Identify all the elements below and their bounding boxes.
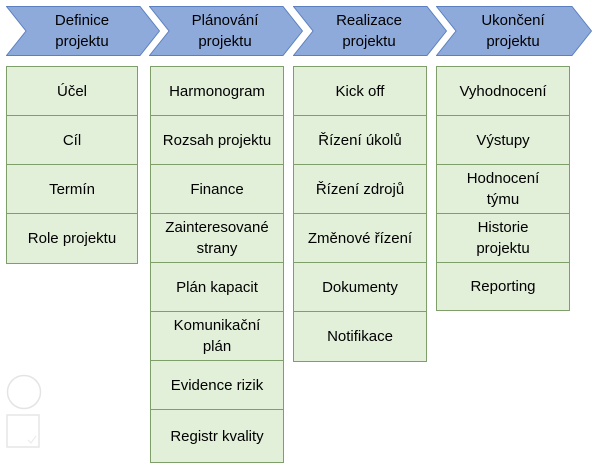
phase-3-title: Realizace projektu bbox=[336, 12, 402, 50]
phase-2-title: Plánování projektu bbox=[191, 12, 259, 50]
phase-4-column: Vyhodnocení Výstupy Hodnocení týmu Histo… bbox=[436, 66, 570, 311]
phase-1-item: Role projektu bbox=[7, 214, 137, 263]
phase-2-chevron: Plánování projektu bbox=[149, 6, 303, 56]
phase-4-title: Ukončení projektu bbox=[481, 12, 545, 50]
chevron-shape bbox=[6, 6, 160, 56]
phase-1-chevron: Definice projektu bbox=[6, 6, 160, 56]
phase-1-column: Účel Cíl Termín Role projektu bbox=[6, 66, 138, 264]
phase-4-item: Reporting bbox=[437, 263, 569, 310]
phase-1-item: Termín bbox=[7, 165, 137, 214]
phase-2-column: Harmonogram Rozsah projektu Finance Zain… bbox=[150, 66, 284, 463]
phase-2-item: Registr kvality bbox=[151, 410, 283, 462]
phase-3-item: Kick off bbox=[294, 67, 426, 116]
phase-4-chevron: Ukončení projektu bbox=[436, 6, 592, 56]
phase-1-title: Definice projektu bbox=[54, 12, 110, 50]
phase-2-item: Zainteresované strany bbox=[151, 214, 283, 263]
phase-1-item: Účel bbox=[7, 67, 137, 116]
chevron-shape bbox=[436, 6, 592, 56]
phase-2-item: Harmonogram bbox=[151, 67, 283, 116]
phase-3-item: Řízení zdrojů bbox=[294, 165, 426, 214]
phase-4-item: Vyhodnocení bbox=[437, 67, 569, 116]
phase-4-item: Historie projektu bbox=[437, 214, 569, 263]
phase-2-item: Evidence rizik bbox=[151, 361, 283, 410]
phase-2-item: Komunikační plán bbox=[151, 312, 283, 361]
chevron-shape bbox=[293, 6, 447, 56]
phase-2-item: Finance bbox=[151, 165, 283, 214]
chevron-shape bbox=[149, 6, 303, 56]
phase-1-item: Cíl bbox=[7, 116, 137, 165]
phase-3-item: Změnové řízení bbox=[294, 214, 426, 263]
phase-4-item: Výstupy bbox=[437, 116, 569, 165]
phase-2-item: Rozsah projektu bbox=[151, 116, 283, 165]
phase-3-item: Dokumenty bbox=[294, 263, 426, 312]
phase-3-column: Kick off Řízení úkolů Řízení zdrojů Změn… bbox=[293, 66, 427, 362]
phase-4-item: Hodnocení týmu bbox=[437, 165, 569, 214]
faint-square-icon bbox=[6, 414, 40, 448]
phase-3-chevron: Realizace projektu bbox=[293, 6, 447, 56]
phase-3-item: Řízení úkolů bbox=[294, 116, 426, 165]
phase-2-item: Plán kapacit bbox=[151, 263, 283, 312]
faint-circle-icon bbox=[6, 374, 42, 410]
phase-3-item: Notifikace bbox=[294, 312, 426, 361]
